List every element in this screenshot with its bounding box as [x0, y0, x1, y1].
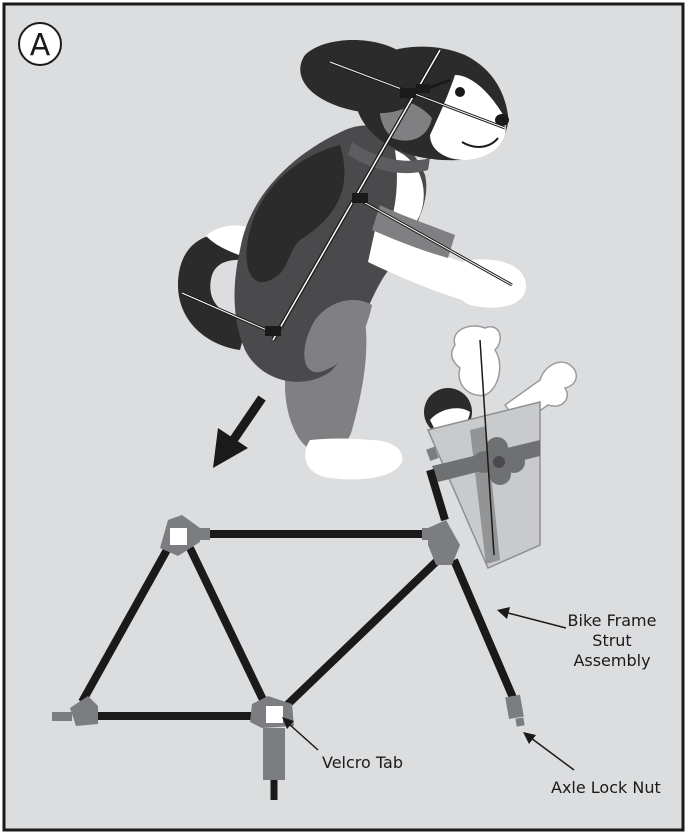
label-bike-frame-line2: Strut	[592, 631, 631, 650]
axle-lock-nut-tip	[515, 717, 524, 726]
velcro-tab-bottom	[266, 706, 283, 723]
rig-clamp-chest	[352, 193, 368, 203]
label-axle-lock-nut: Axle Lock Nut	[551, 778, 661, 797]
bow-center	[493, 456, 505, 468]
rig-clamp-tail	[265, 326, 281, 336]
label-bike-frame-line3: Assembly	[573, 651, 650, 670]
label-bike-frame-line1: Bike Frame	[568, 611, 657, 630]
panel-letter-badge: A	[19, 23, 61, 65]
velcro-tab-top-left	[170, 528, 187, 545]
bow-petal-4	[503, 451, 525, 473]
connector-rear-axle	[52, 712, 72, 721]
dog-back-paw	[305, 439, 402, 480]
panel-letter: A	[30, 28, 51, 63]
connector-stem-sleeve	[263, 728, 285, 780]
connector-top-left-sleeve	[198, 528, 210, 540]
dog-eye	[455, 87, 465, 97]
rig-clamp-head	[400, 88, 416, 98]
label-velcro-tab: Velcro Tab	[322, 753, 403, 772]
rig-clamp-neck	[416, 84, 430, 93]
connector-head-sleeve	[422, 528, 434, 540]
